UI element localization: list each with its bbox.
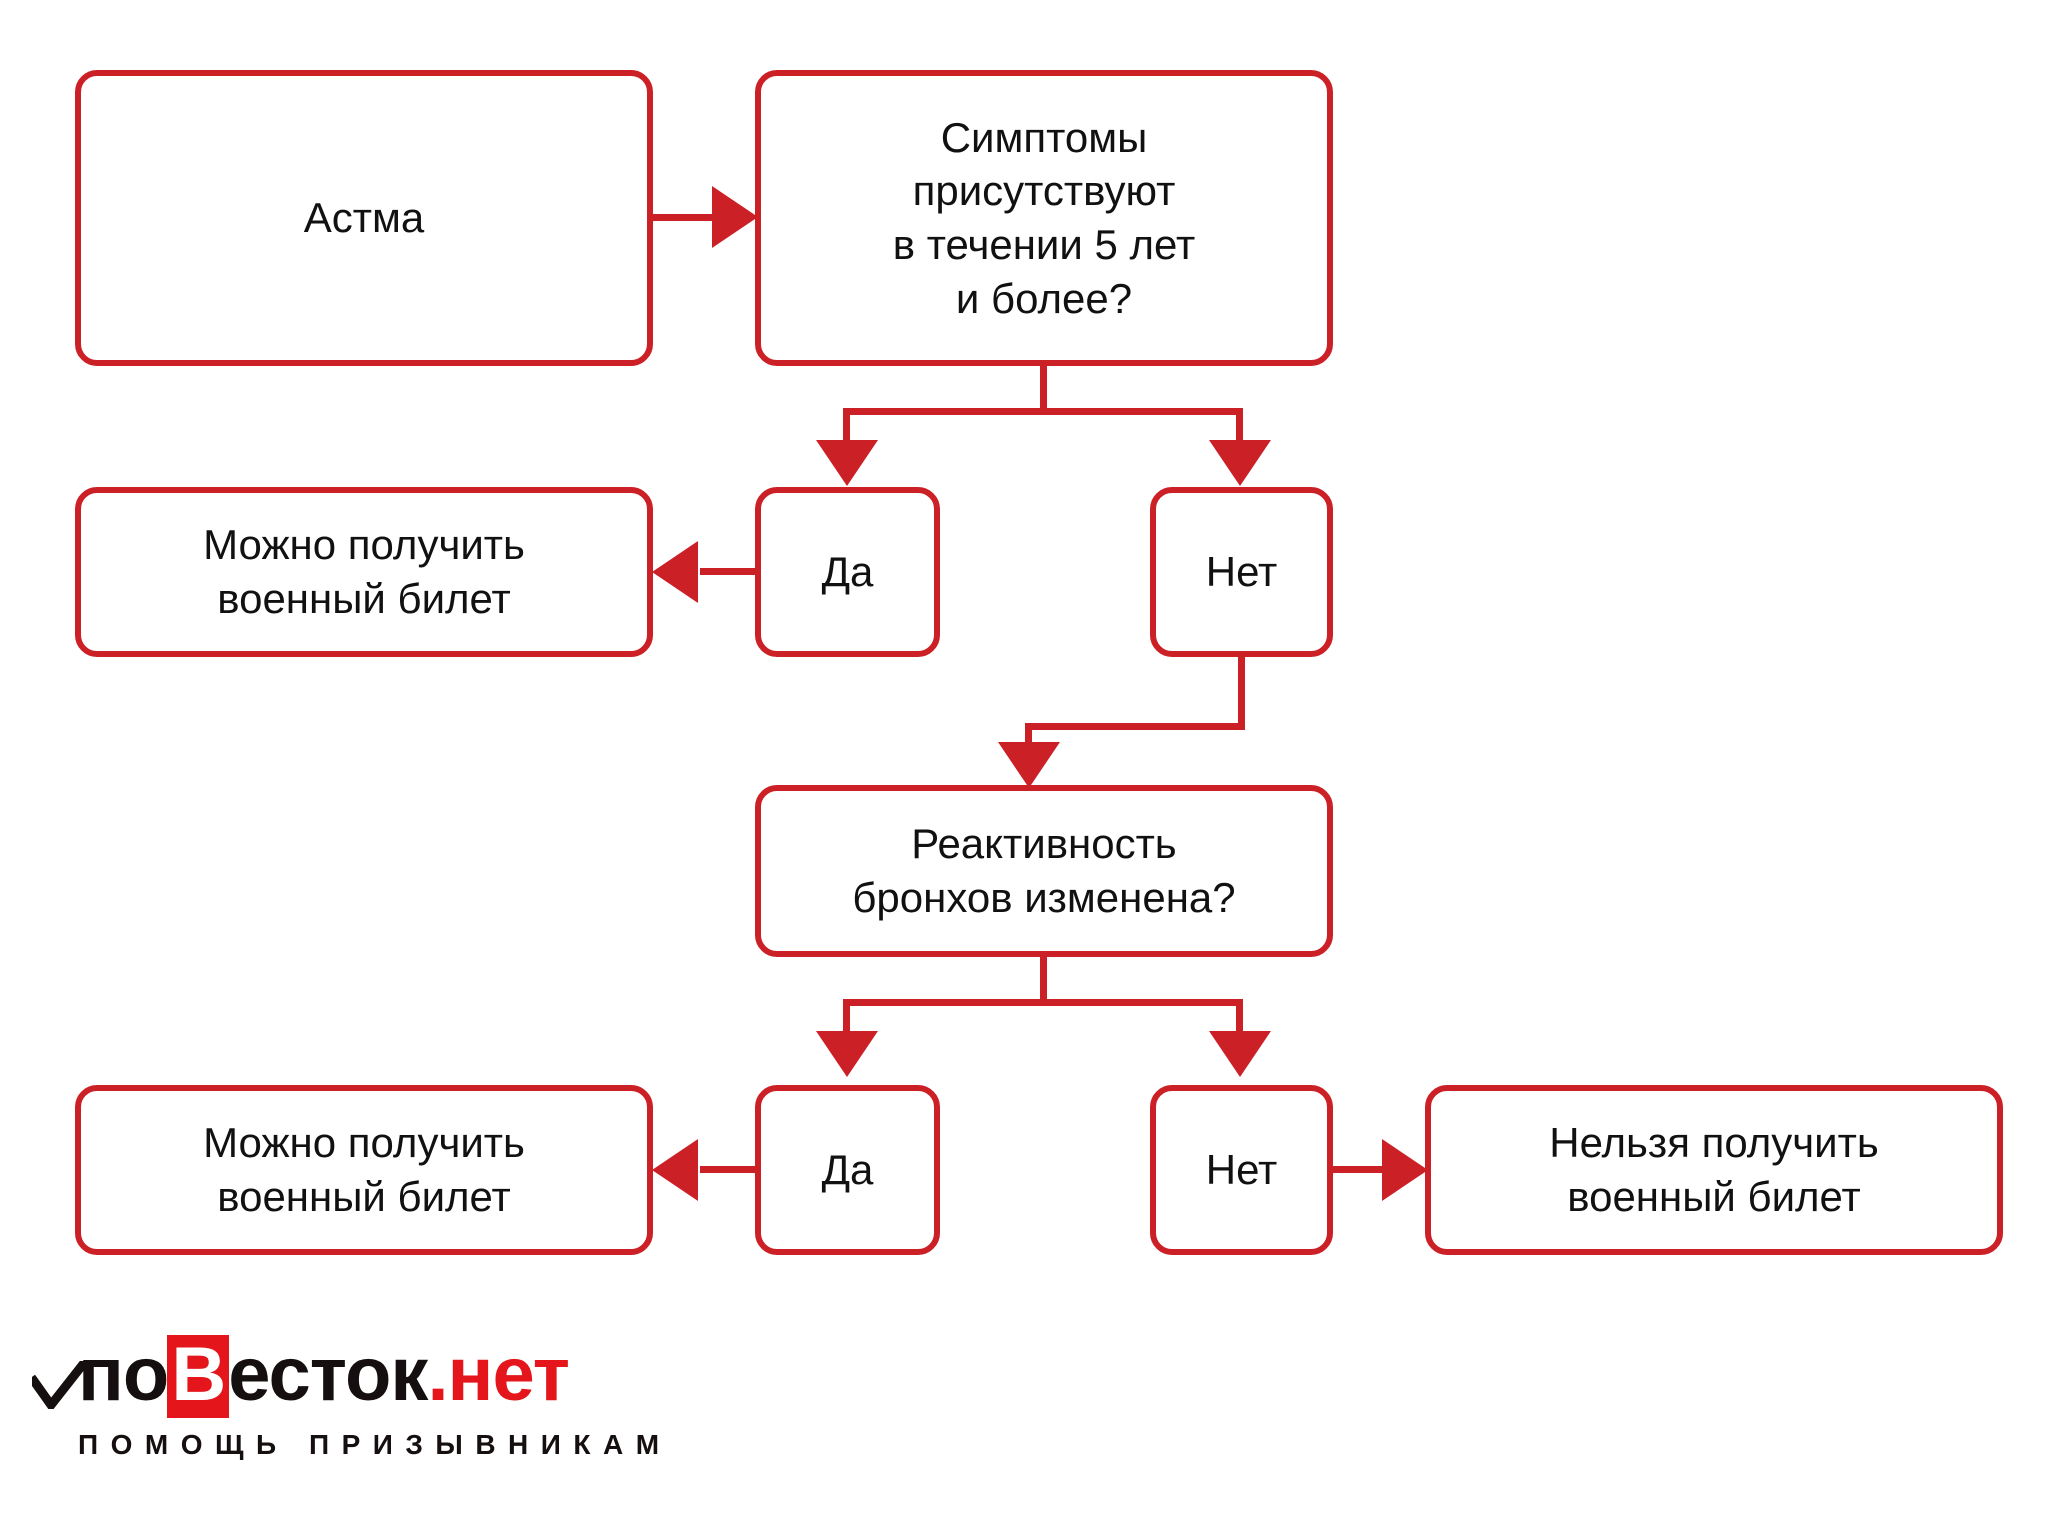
node-result-allowed-1-label: Можно получить военный билет xyxy=(203,521,525,622)
edge-reactivity-to-yes-arrowhead xyxy=(816,1031,878,1077)
edge-yes1-to-allowed1-line xyxy=(700,568,758,575)
edge-symptoms-stem xyxy=(1040,366,1047,414)
logo-part-boxed-v: В xyxy=(167,1332,230,1418)
edge-symptoms-to-no-drop xyxy=(1236,408,1243,443)
node-result-allowed-2[interactable]: Можно получить военный билет xyxy=(75,1085,653,1255)
edge-no2-to-denied-arrowhead xyxy=(1382,1139,1428,1201)
edge-no1-drop xyxy=(1025,723,1032,755)
edge-symptoms-to-no-arrowhead xyxy=(1209,440,1271,486)
logo-part-black-2: есток xyxy=(228,1332,428,1417)
edge-yes1-to-allowed1-arrowhead xyxy=(652,541,698,603)
edge-reactivity-to-no-arrowhead xyxy=(1209,1031,1271,1077)
node-question-symptoms[interactable]: Симптомы присутствуют в течении 5 лет и … xyxy=(755,70,1333,366)
edge-symptoms-to-yes-arrowhead xyxy=(816,440,878,486)
edge-no2-to-denied-line xyxy=(1330,1166,1385,1173)
node-question-symptoms-label: Симптомы присутствуют в течении 5 лет и … xyxy=(892,113,1196,322)
logo-wordmark: поВесток.нет xyxy=(32,1332,672,1418)
node-start-astma-label: Астма xyxy=(303,194,425,242)
edge-reactivity-to-yes-drop xyxy=(843,999,850,1034)
logo-part-red-tld: .нет xyxy=(427,1332,570,1417)
node-start-astma[interactable]: Астма xyxy=(75,70,653,366)
node-result-denied[interactable]: Нельзя получить военный билет xyxy=(1425,1085,2003,1255)
node-question-reactivity[interactable]: Реактивность бронхов изменена? xyxy=(755,785,1333,957)
edge-start-to-symptoms-line xyxy=(653,214,715,221)
node-answer-no-2[interactable]: Нет xyxy=(1150,1085,1333,1255)
edge-reactivity-stem xyxy=(1040,957,1047,1005)
edge-yes2-to-allowed2-line xyxy=(700,1166,758,1173)
edge-start-to-symptoms-arrowhead xyxy=(712,186,758,248)
node-answer-no-1[interactable]: Нет xyxy=(1150,487,1333,657)
node-question-reactivity-label: Реактивность бронхов изменена? xyxy=(852,820,1236,921)
node-answer-yes-2[interactable]: Да xyxy=(755,1085,940,1255)
node-result-allowed-1[interactable]: Можно получить военный билет xyxy=(75,487,653,657)
edge-no1-stem xyxy=(1238,655,1245,730)
node-result-allowed-2-label: Можно получить военный билет xyxy=(203,1119,525,1220)
edge-reactivity-split-bar xyxy=(843,999,1243,1006)
logo-part-boxed-v-letter: В xyxy=(171,1332,226,1417)
edge-no1-to-reactivity-arrowhead xyxy=(998,742,1060,788)
edge-reactivity-to-no-drop xyxy=(1236,999,1243,1034)
node-result-denied-label: Нельзя получить военный билет xyxy=(1549,1119,1879,1220)
node-answer-no-2-label: Нет xyxy=(1205,1146,1278,1194)
logo-tagline: ПОМОЩЬ ПРИЗЫВНИКАМ xyxy=(78,1429,672,1460)
node-answer-no-1-label: Нет xyxy=(1205,548,1278,596)
site-logo[interactable]: поВесток.нет ПОМОЩЬ ПРИЗЫВНИКАМ xyxy=(32,1332,672,1461)
edge-yes2-to-allowed2-arrowhead xyxy=(652,1139,698,1201)
edge-no1-elbow-bar xyxy=(1025,723,1245,730)
logo-part-black-1: по xyxy=(78,1332,169,1417)
edge-symptoms-to-yes-drop xyxy=(843,408,850,443)
node-answer-yes-2-label: Да xyxy=(821,1146,874,1194)
edge-symptoms-split-bar xyxy=(843,408,1243,415)
node-answer-yes-1-label: Да xyxy=(821,548,874,596)
node-answer-yes-1[interactable]: Да xyxy=(755,487,940,657)
